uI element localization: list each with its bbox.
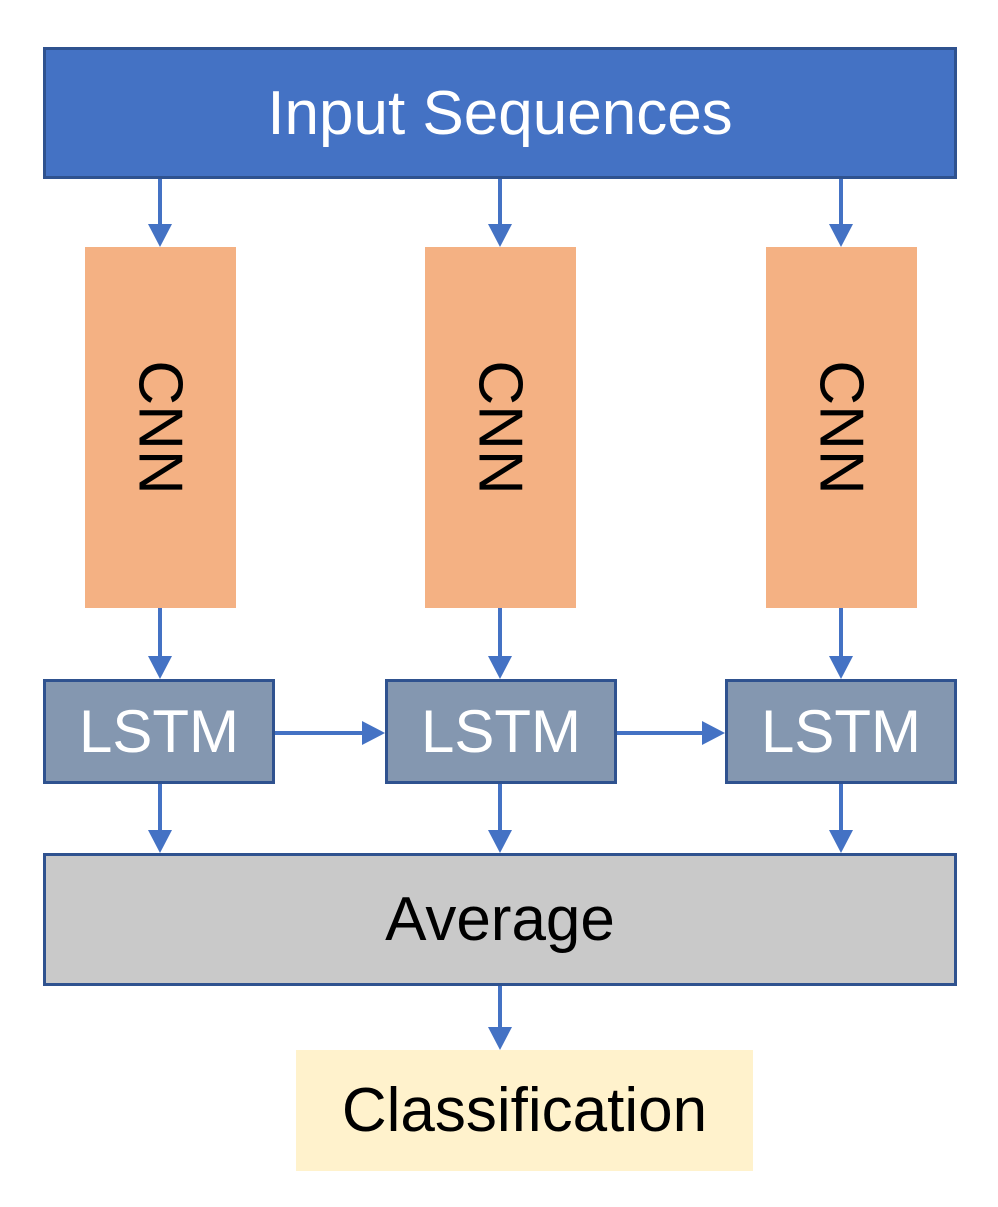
lstm-label-3: LSTM: [760, 698, 922, 765]
cnn-node-2: CNN: [425, 247, 576, 608]
classification-label: Classification: [341, 1076, 708, 1145]
arrowhead-average-to-classification: [488, 1027, 512, 1050]
input-sequences-node: Input Sequences: [43, 47, 957, 179]
arrowhead-input-to-cnn-3: [829, 224, 853, 247]
cnn-node-3: CNN: [766, 247, 917, 608]
lstm-label-1: LSTM: [78, 698, 240, 765]
input-sequences-label: Input Sequences: [267, 78, 733, 148]
arrowhead-lstm-3-to-average: [829, 830, 853, 853]
cnn-node-1: CNN: [85, 247, 236, 608]
lstm-node-3: LSTM: [725, 679, 957, 784]
arrowhead-cnn-2-to-lstm-2: [488, 656, 512, 679]
arrowhead-cnn-1-to-lstm-1: [148, 656, 172, 679]
arrowhead-input-to-cnn-2: [488, 224, 512, 247]
lstm-label-2: LSTM: [420, 698, 582, 765]
lstm-node-1: LSTM: [43, 679, 275, 784]
average-label: Average: [385, 885, 615, 954]
arrowhead-lstm-1-to-average: [148, 830, 172, 853]
arrowhead-cnn-3-to-lstm-3: [829, 656, 853, 679]
classification-node: Classification: [296, 1050, 753, 1171]
lstm-node-2: LSTM: [385, 679, 617, 784]
arrowhead-input-to-cnn-1: [148, 224, 172, 247]
arrowhead-lstm-1-to-lstm-2: [362, 721, 385, 745]
average-node: Average: [43, 853, 957, 986]
arrowhead-lstm-2-to-lstm-3: [702, 721, 725, 745]
arrowhead-lstm-2-to-average: [488, 830, 512, 853]
